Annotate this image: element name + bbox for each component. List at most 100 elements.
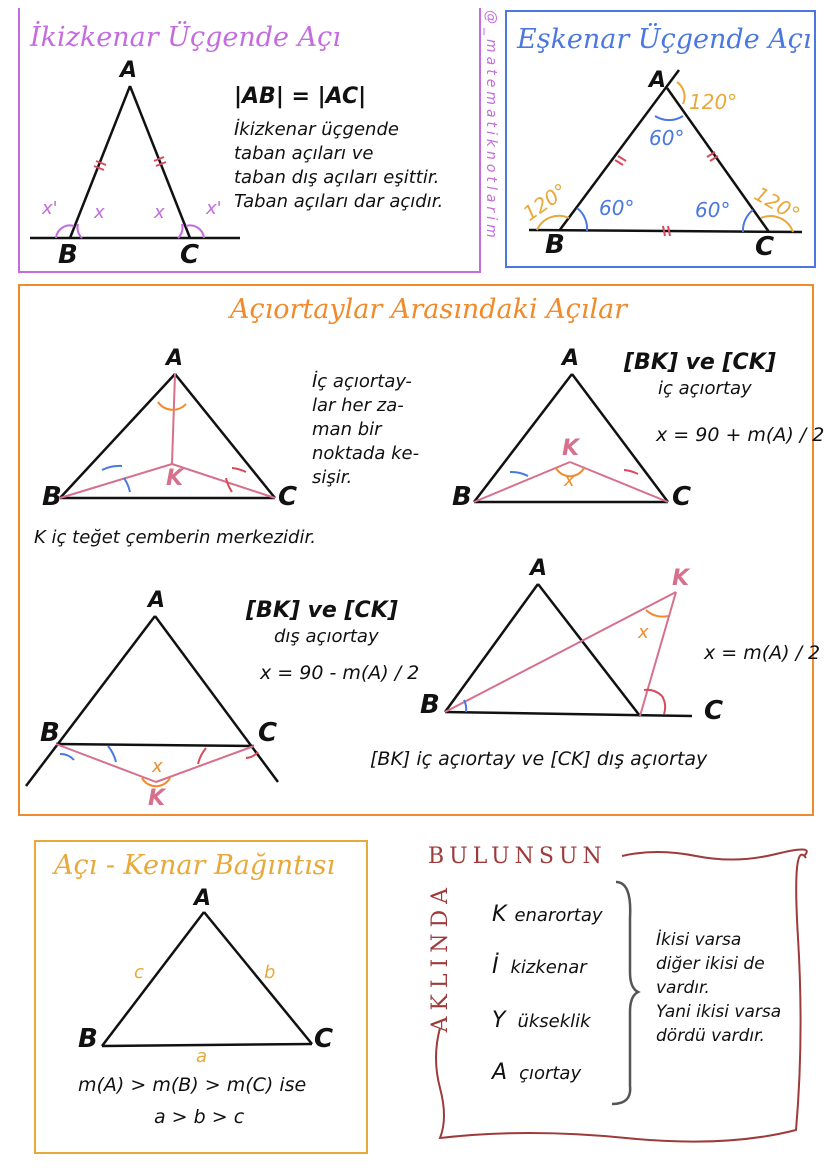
mnemonic-word: enarortay: [514, 905, 603, 926]
watermark: @_matematiknotlarim: [483, 10, 499, 242]
outer-sub: dış açıortay: [274, 626, 379, 647]
fig4-vertex-k: K: [672, 566, 690, 591]
mnemonic-note-line: vardır.: [656, 978, 710, 998]
bisectors-figures: [25, 373, 693, 788]
fig4-vertex-c: C: [704, 696, 724, 726]
isosceles-description: İkizkenar üçgende taban açıları ve taban…: [234, 118, 479, 214]
fig1-vertex-k: K: [166, 466, 184, 491]
mnemonic-note-line: Yani ikisi varsa: [656, 1002, 782, 1022]
mnemonic-word: kizkenar: [510, 957, 587, 978]
fig3-vertex-k: K: [148, 786, 166, 811]
intersect-note-line: lar her za-: [312, 395, 404, 416]
equilateral-ext-angle-top: 120°: [689, 90, 738, 114]
mixed-caption: [BK] iç açıortay ve [CK] dış açıortay: [370, 748, 708, 770]
inner-sub: iç açıortay: [658, 378, 752, 399]
fig2-vertex-b: B: [452, 482, 472, 512]
fig2-vertex-a: A: [562, 346, 580, 371]
isosceles-desc-line: Taban açıları dar açıdır.: [234, 191, 444, 212]
equilateral-vertex-a: A: [649, 68, 667, 93]
angle-side-vertex-b: B: [78, 1024, 98, 1054]
outer-heading: [BK] ve [CK]: [246, 598, 398, 623]
isosceles-angle-outer-right: x': [206, 198, 222, 219]
angle-side-figure: [101, 911, 313, 1048]
equilateral-figure: [528, 69, 803, 237]
equilateral-panel: Eşkenar Üçgende Açı A B C 60° 60° 60° 12…: [505, 10, 816, 268]
equilateral-title: Eşkenar Üçgende Açı: [517, 24, 812, 55]
equilateral-angle-top: 60°: [649, 126, 685, 150]
fig4-vertex-a: A: [530, 556, 548, 581]
fig1-vertex-a: A: [166, 346, 184, 371]
mnemonic-word: çıortay: [519, 1063, 582, 1084]
side-label-c: c: [134, 962, 144, 983]
inner-formula: x = 90 + m(A) / 2: [656, 424, 825, 446]
angle-side-rule-1: m(A) > m(B) > m(C) ise: [78, 1074, 307, 1096]
side-label-b: b: [264, 962, 276, 983]
fig2-vertex-c: C: [672, 482, 692, 512]
isosceles-angle-inner-right: x: [154, 202, 165, 223]
isosceles-title: İkizkenar Üçgende Açı: [30, 22, 341, 53]
mnemonic-note-line: İkisi varsa: [656, 930, 742, 950]
equilateral-angle-right: 60°: [695, 198, 731, 222]
isosceles-angle-outer-left: x': [42, 198, 58, 219]
mnemonic-header: BULUNSUN: [428, 844, 607, 869]
bisectors-title: Açıortaylar Arasındaki Açılar: [230, 294, 628, 325]
mnemonic-word: ükseklik: [517, 1011, 591, 1032]
fig1-vertex-c: C: [278, 482, 298, 512]
side-label-a: a: [196, 1046, 208, 1067]
angle-side-vertex-c: C: [314, 1024, 334, 1054]
mnemonic-letter: A: [492, 1060, 508, 1085]
isosceles-vertex-c: C: [180, 240, 200, 270]
mnemonic-note-line: dördü vardır.: [656, 1026, 765, 1046]
intersect-note-line: İç açıortay-: [312, 371, 412, 392]
isosceles-equation: |AB| = |AC|: [234, 84, 367, 109]
equilateral-vertex-c: C: [755, 232, 775, 262]
mnemonic-letter: Y: [492, 1008, 506, 1033]
intersect-note-line: man bir: [312, 419, 382, 440]
equilateral-vertex-b: B: [545, 230, 565, 260]
isosceles-figure: [30, 85, 240, 240]
isosceles-desc-line: İkizkenar üçgende: [234, 119, 399, 140]
isosceles-angle-inner-left: x: [94, 202, 105, 223]
bisectors-panel: Açıortaylar Arasındaki Açılar: [18, 284, 824, 816]
mixed-bisector-triangle: [443, 583, 693, 718]
angle-side-vertex-a: A: [194, 886, 212, 911]
intersect-note-line: sişir.: [312, 467, 353, 488]
mnemonic-note: İkisi varsa diğer ikisi de vardır. Yani …: [656, 928, 814, 1048]
incenter-triangle: [59, 373, 276, 500]
inner-bisector-triangle: [473, 373, 669, 504]
mnemonic-letter: İ: [492, 954, 499, 979]
mnemonic-border: [435, 848, 808, 1143]
isosceles-panel: İkizkenar Üçgende Açı A B C x' x x x' |A…: [18, 8, 481, 273]
fig4-vertex-b: B: [420, 690, 440, 720]
isosceles-vertex-a: A: [120, 58, 138, 83]
isosceles-desc-line: taban dış açıları eşittir.: [234, 167, 440, 188]
outer-bisector-triangle: [25, 615, 280, 788]
angle-side-panel: Açı - Kenar Bağıntısı A B C c b a m(A) >…: [34, 840, 368, 1154]
fig3-x-label: x: [152, 756, 163, 777]
fig4-x-label: x: [638, 622, 649, 643]
mixed-formula: x = m(A) / 2: [704, 642, 821, 664]
isosceles-vertex-b: B: [58, 240, 78, 270]
mnemonic-letter: K: [492, 902, 507, 927]
mnemonic-note-line: diğer ikisi de: [656, 954, 765, 974]
intersect-note-line: noktada ke-: [312, 443, 420, 464]
intersect-note: İç açıortay- lar her za- man bir noktada…: [312, 370, 452, 490]
angle-side-rule-2: a > b > c: [154, 1106, 245, 1128]
fig2-vertex-k: K: [562, 436, 580, 461]
equilateral-angle-left: 60°: [599, 196, 635, 220]
inner-heading: [BK] ve [CK]: [624, 350, 776, 375]
fig3-vertex-b: B: [40, 718, 60, 748]
outer-formula: x = 90 - m(A) / 2: [260, 662, 420, 684]
isosceles-desc-line: taban açıları ve: [234, 143, 374, 164]
fig3-vertex-c: C: [258, 718, 278, 748]
fig1-vertex-b: B: [42, 482, 62, 512]
angle-side-title: Açı - Kenar Bağıntısı: [54, 850, 336, 881]
fig3-vertex-a: A: [148, 588, 166, 613]
incenter-note: K iç teğet çemberin merkezidir.: [34, 527, 316, 548]
fig2-x-label: x: [564, 470, 575, 491]
